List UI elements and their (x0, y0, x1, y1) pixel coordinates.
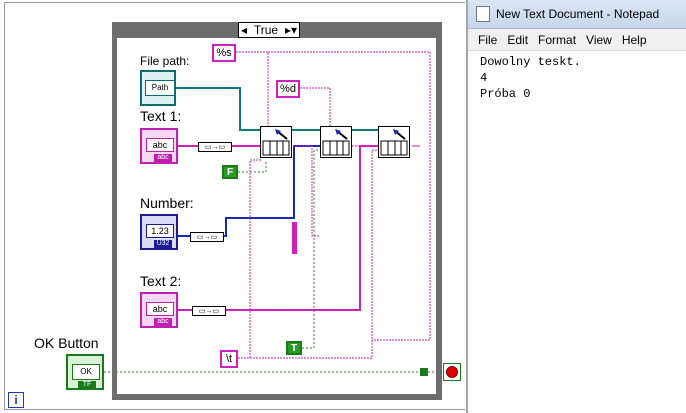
format-d-constant[interactable]: %d (276, 80, 300, 98)
format-s-constant[interactable]: %s (212, 44, 236, 62)
case-next-icon[interactable]: ▸▾ (284, 23, 297, 37)
format-into-file-node-2[interactable] (320, 126, 352, 158)
combo-string-icon: abc (146, 302, 174, 316)
file-path-control[interactable]: Path (140, 70, 176, 106)
text1-label: Text 1: (140, 108, 182, 124)
while-loop-frame[interactable] (4, 2, 465, 410)
file-path-label: File path: (140, 54, 190, 68)
true-constant[interactable]: T (286, 341, 302, 355)
node1-to-node2-wire (290, 145, 320, 237)
menu-format[interactable]: Format (538, 32, 577, 47)
text2-control[interactable]: abc abc (140, 292, 178, 328)
text2-label: Text 2: (140, 273, 182, 289)
ok-button-glyph: OK (72, 364, 100, 380)
menu-edit[interactable]: Edit (507, 32, 529, 47)
ok-button-type-tag: TF (78, 381, 96, 389)
ok-button-label: OK Button (34, 335, 99, 351)
case-selector[interactable]: ◂ True ▸▾ (238, 22, 300, 38)
format-into-file-node-1[interactable] (260, 126, 292, 158)
tab-constant[interactable]: \t (220, 350, 238, 368)
number-wire-2 (224, 145, 326, 237)
bool-t-wire (302, 149, 326, 349)
text2-wire-2 (226, 145, 380, 311)
tab-wire (238, 159, 262, 359)
text2-conversion-node[interactable]: ▭→▭ (192, 306, 226, 316)
text-line: Próba 0 (480, 87, 531, 101)
notepad-title: New Text Document - Notepad (496, 7, 660, 21)
number-type-tag: U32 (154, 240, 172, 248)
number-conversion-node[interactable]: ▭→▭ (190, 232, 224, 242)
notepad-window[interactable]: New Text Document - Notepad File Edit Fo… (466, 0, 686, 413)
text1-type-tag: abc (154, 154, 172, 162)
stop-icon (446, 366, 458, 378)
tunnel-terminal (420, 368, 428, 376)
text1-control[interactable]: abc abc (140, 128, 178, 164)
bool-f-wire (238, 160, 267, 173)
format-into-file-icon (380, 129, 408, 156)
loop-iteration-icon[interactable]: i (8, 392, 24, 408)
text2-type-tag: abc (154, 318, 172, 326)
block-diagram[interactable]: ◂ True ▸▾ (0, 0, 466, 413)
fmt-d-wire (300, 87, 331, 126)
text-line: 4 (480, 71, 488, 85)
string-indicator-stub (292, 222, 297, 254)
tab-wire-2 (250, 149, 380, 359)
text-line: Dowolny teskt. (480, 55, 581, 69)
loop-stop-terminal[interactable] (443, 363, 461, 381)
menu-file[interactable]: File (478, 32, 498, 47)
fmt-s-wire-2 (268, 51, 431, 341)
case-prev-icon[interactable]: ◂ (241, 23, 248, 37)
path-icon: Path (145, 80, 175, 96)
number-label: Number: (140, 195, 194, 211)
menu-help[interactable]: Help (621, 32, 647, 47)
format-into-file-icon (262, 129, 290, 156)
format-into-file-icon (322, 129, 350, 156)
numeric-icon: 1.23 (146, 224, 174, 238)
notepad-titlebar[interactable]: New Text Document - Notepad (468, 0, 686, 29)
text1-conversion-node[interactable]: ▭→▭ (198, 142, 232, 152)
notepad-app-icon (476, 6, 490, 22)
path-wire (176, 87, 262, 131)
number-control[interactable]: 1.23 U32 (140, 214, 178, 250)
false-constant[interactable]: F (222, 165, 238, 179)
ok-button-control[interactable]: OK TF (66, 354, 104, 390)
format-into-file-node-3[interactable] (378, 126, 410, 158)
notepad-menubar: File Edit Format View Help (468, 29, 686, 51)
string-icon: abc (146, 138, 174, 152)
case-selector-value: True (253, 23, 279, 37)
menu-view[interactable]: View (586, 32, 612, 47)
